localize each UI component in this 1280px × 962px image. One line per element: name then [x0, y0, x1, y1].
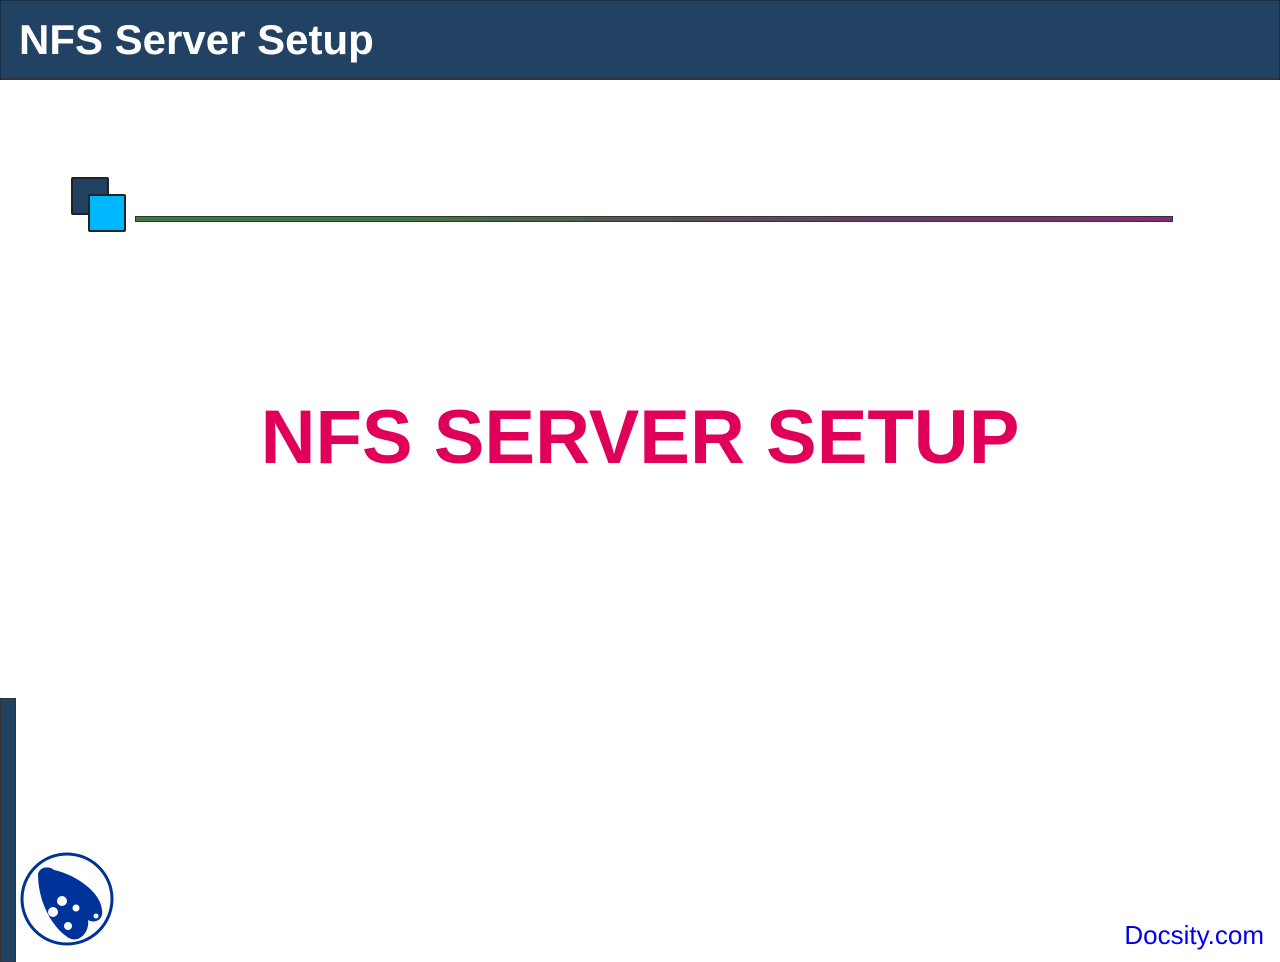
slide-title: NFS SERVER SETUP [260, 395, 1020, 480]
header-bar: NFS Server Setup [0, 0, 1280, 80]
divider-rule [135, 216, 1173, 222]
header-title: NFS Server Setup [19, 16, 374, 63]
decorative-square-light [88, 194, 126, 232]
docsity-watermark-link[interactable]: Docsity.com [1124, 920, 1264, 950]
side-accent-bar [0, 698, 16, 962]
logo-icon [20, 852, 114, 946]
